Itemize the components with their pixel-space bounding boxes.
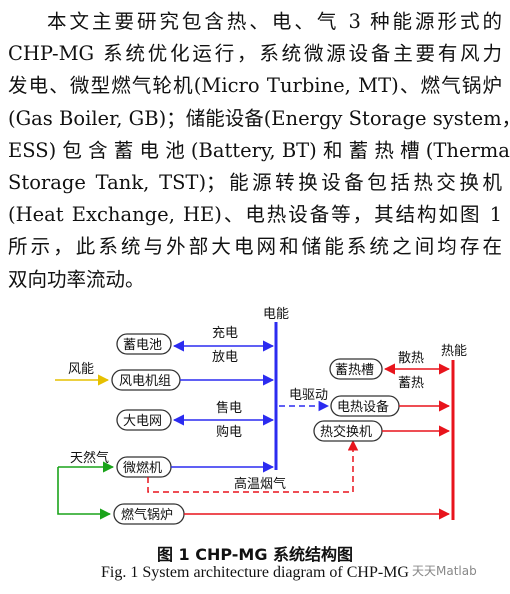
gas-boiler-label: 燃气锅炉 xyxy=(121,507,173,523)
body-paragraph: 本文主要研究包含热、电、气 3 种能源形式的 CHP-MG 系统优化运行，系统微… xyxy=(8,6,510,296)
heat-release-label: 散热 xyxy=(398,351,424,366)
watermark: 天天Matlab xyxy=(412,562,477,579)
buy-label: 购电 xyxy=(216,424,242,440)
electric-bus-label: 电能 xyxy=(263,307,289,322)
paragraph-line: (Gas Boiler, GB)；储能设备(Energy Storage sys… xyxy=(8,106,510,130)
paragraph-line: (Heat Exchange, HE)、电热设备等，其结构如图 1 xyxy=(8,203,502,227)
micro-turbine-label: 微燃机 xyxy=(123,460,162,476)
paragraph-line: ESS) 包 含 蓄 电 池 (Battery, BT) 和 蓄 热 槽 (Th… xyxy=(8,138,510,162)
figure-caption-cn: 图 1 CHP-MG 系统结构图 xyxy=(156,545,354,564)
flue-gas-arrow xyxy=(147,439,359,493)
heat-tank-label: 蓄热槽 xyxy=(335,363,374,378)
electric-drive-label: 电驱动 xyxy=(289,388,328,403)
electric-heater-label: 电热设备 xyxy=(337,399,389,415)
figure-caption-en: Fig. 1 System architecture diagram of CH… xyxy=(101,564,409,581)
grid-box xyxy=(116,409,172,431)
sell-label: 售电 xyxy=(216,400,242,416)
heat-store-label: 蓄热 xyxy=(398,376,424,391)
natural-gas-label: 天然气 xyxy=(70,450,109,466)
heat-tank-box xyxy=(329,358,383,380)
discharge-label: 放电 xyxy=(212,350,238,365)
flue-gas-label: 高温烟气 xyxy=(234,476,286,492)
paragraph-line: 本文主要研究包含热、电、气 3 种能源形式的 xyxy=(47,10,502,33)
system-architecture-diagram: 电能 热能 蓄电池 充电 放电 风能 风电机组 大电网 售电 购电 天然气 微燃… xyxy=(55,307,467,525)
gas-to-gb-arrow xyxy=(57,467,112,520)
paragraph-line: 双向功率流动。 xyxy=(8,267,145,291)
wind-unit-label: 风电机组 xyxy=(119,374,171,389)
heat-bus-label: 热能 xyxy=(441,344,467,359)
battery-box xyxy=(116,333,172,355)
paragraph-line: 所示，此系统与外部大电网和储能系统之间均存在 xyxy=(8,235,502,259)
paragraph-line: Storage Tank, TST)；能源转换设备包括热交换机 xyxy=(8,171,502,195)
wind-energy-label: 风能 xyxy=(68,362,94,377)
battery-label: 蓄电池 xyxy=(123,338,162,353)
heat-exchanger-label: 热交换机 xyxy=(320,424,372,440)
charge-label: 充电 xyxy=(212,325,238,341)
grid-label: 大电网 xyxy=(123,414,162,429)
paragraph-line: CHP-MG 系统优化运行，系统微源设备主要有风力 xyxy=(8,42,502,66)
paragraph-line: 发电、微型燃气轮机(Micro Turbine, MT)、燃气锅炉 xyxy=(8,74,502,98)
